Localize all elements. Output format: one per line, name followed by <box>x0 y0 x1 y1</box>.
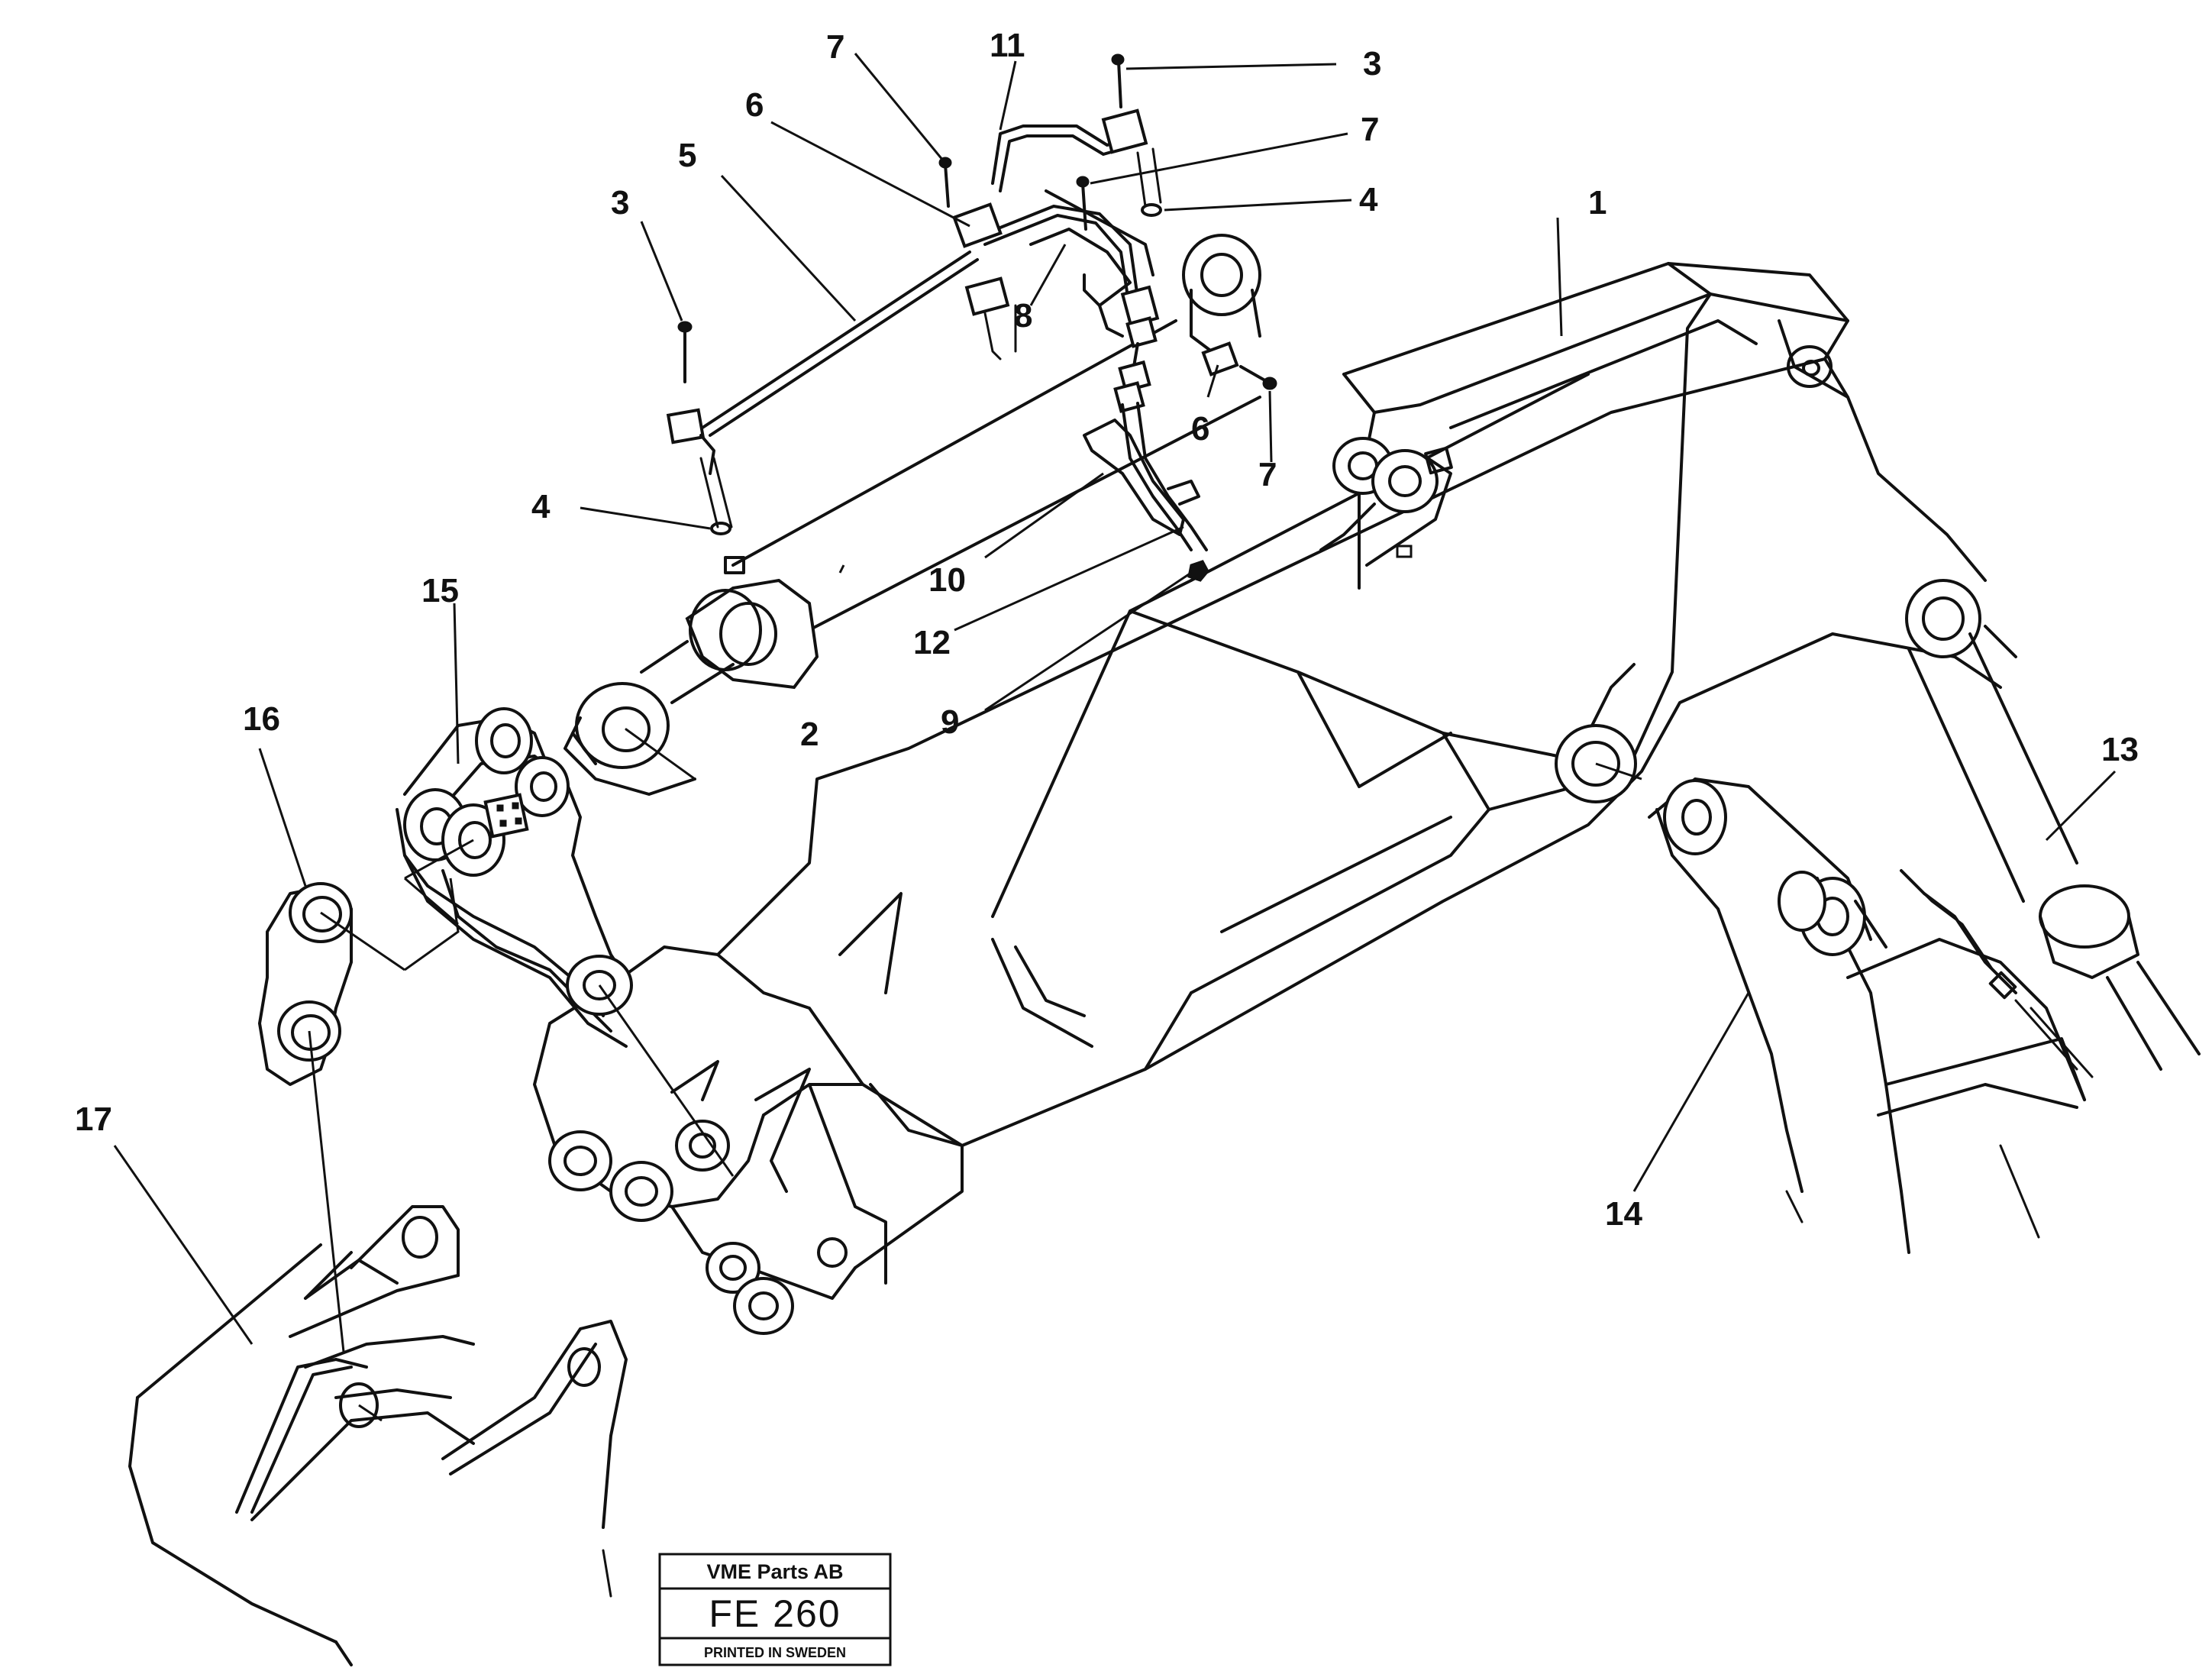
leader-15 <box>453 603 460 764</box>
stamp-frame <box>658 1553 892 1666</box>
leader-8 <box>1029 244 1067 306</box>
stamp-printed: PRINTED IN SWEDEN <box>704 1645 846 1660</box>
callout-11: 11 <box>990 27 1025 64</box>
leader-2 <box>838 564 845 574</box>
callout-leaders <box>113 53 2117 1345</box>
leader-3b <box>1125 63 1337 70</box>
stamp-code: FE 260 <box>709 1592 841 1635</box>
leader-3a <box>640 221 683 322</box>
boom-cylinder-part-2 <box>563 234 1261 796</box>
leader-9 <box>984 571 1192 712</box>
leader-7a <box>854 53 945 161</box>
leader-14 <box>1632 992 1750 1192</box>
callout-14: 14 <box>1605 1195 1642 1233</box>
callout-7: 7 <box>1258 456 1277 493</box>
title-stamp: VME Parts AB FE 260 PRINTED IN SWEDEN <box>658 1553 892 1666</box>
stamp-company: VME Parts AB <box>706 1560 843 1583</box>
leader-7c <box>1268 390 1273 463</box>
callout-13: 13 <box>2101 731 2139 768</box>
leader-16 <box>258 748 307 887</box>
callout-labels: 1 2 3 3 4 4 5 6 6 7 7 7 8 9 10 11 12 13 … <box>75 27 2139 1233</box>
leader-17 <box>113 1145 253 1345</box>
callout-4: 4 <box>1359 181 1378 218</box>
callout-15: 15 <box>421 572 459 609</box>
callout-10: 10 <box>928 561 966 599</box>
hoses-and-pipes <box>666 53 1277 582</box>
link-part-15 <box>396 707 735 1177</box>
callout-2: 2 <box>800 716 819 753</box>
callout-1: 1 <box>1588 184 1607 221</box>
callout-3: 3 <box>1363 45 1381 82</box>
leader-5 <box>720 174 857 322</box>
leader-6b <box>1206 364 1219 398</box>
callout-9: 9 <box>941 703 959 741</box>
leader-12 <box>954 525 1184 632</box>
boom-part-1 <box>533 262 2002 1335</box>
dipper-arm-part-14 <box>1648 777 2086 1254</box>
callout-16: 16 <box>243 700 280 738</box>
callout-3: 3 <box>611 184 629 221</box>
callout-12: 12 <box>913 624 951 661</box>
leader-4b <box>1164 199 1352 212</box>
arm-cylinder-part-13 <box>1900 579 2201 1078</box>
callout-7: 7 <box>1361 111 1379 148</box>
callout-6: 6 <box>745 86 764 124</box>
leader-7b <box>1090 132 1348 185</box>
callout-8: 8 <box>1014 297 1032 335</box>
leader-4a <box>580 506 711 530</box>
callout-5: 5 <box>678 137 696 174</box>
callout-4: 4 <box>531 488 551 525</box>
leader-13 <box>2045 770 2117 842</box>
callout-7: 7 <box>826 28 844 66</box>
callout-17: 17 <box>75 1101 112 1138</box>
leader-10 <box>984 472 1104 559</box>
link-part-16 <box>258 877 460 1353</box>
leader-6a <box>770 121 970 228</box>
bucket-part-17 <box>128 1205 628 1666</box>
callout-6: 6 <box>1191 410 1209 448</box>
leader-1 <box>1556 217 1563 337</box>
leader-11 <box>999 60 1017 131</box>
